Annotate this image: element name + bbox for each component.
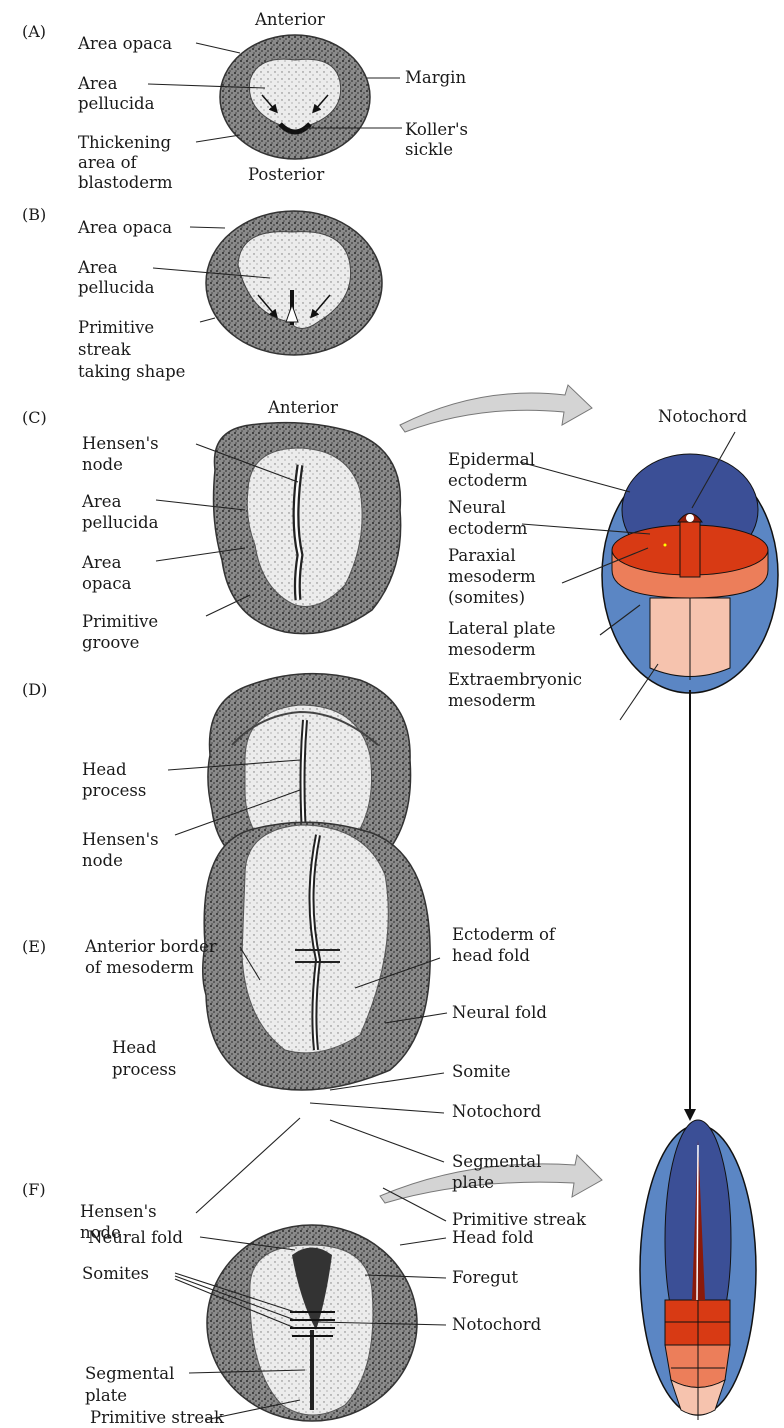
label-lateral-2: mesoderm <box>448 640 536 660</box>
panel-label-b: (B) <box>22 205 46 224</box>
panel-label-c: (C) <box>22 408 47 427</box>
label-head-process-d-2: process <box>82 781 146 801</box>
label-segmental-plate-e-1: Segmental <box>452 1152 541 1172</box>
label-thickening-1: Thickening <box>78 133 171 153</box>
label-extraembryonic-1: Extraembryonic <box>448 670 582 690</box>
label-area-pellucida-a-2: pellucida <box>78 94 154 114</box>
embryo-a <box>220 35 370 159</box>
label-segmental-plate-e-2: plate <box>452 1173 494 1193</box>
label-koller-2: sickle <box>405 140 453 160</box>
label-hensens-node-e-1: Hensen's <box>80 1202 157 1222</box>
label-notochord-f: Notochord <box>452 1315 541 1335</box>
embryo-b <box>206 211 382 355</box>
label-area-pellucida-b-1: Area <box>78 258 117 278</box>
label-primitive-groove-1: Primitive <box>82 612 158 632</box>
label-anterior-c: Anterior <box>268 398 338 418</box>
label-anterior-border-2: of mesoderm <box>85 958 194 978</box>
label-extraembryonic-2: mesoderm <box>448 691 536 711</box>
label-area-pellucida-c-2: pellucida <box>82 513 158 533</box>
label-area-opaca-a: Area opaca <box>78 34 172 54</box>
label-hensens-node-d-1: Hensen's <box>82 830 159 850</box>
label-head-process-d-1: Head <box>82 760 127 780</box>
label-area-opaca-c-1: Area <box>82 553 121 573</box>
label-area-opaca-c-2: opaca <box>82 574 131 594</box>
fate-map-early <box>602 454 778 693</box>
label-head-process-e-1: Head <box>112 1038 157 1058</box>
label-primitive-streak-b-3: taking shape <box>78 362 185 382</box>
panel-label-d: (D) <box>22 680 47 699</box>
label-ectoderm-head-fold-1: Ectoderm of <box>452 925 555 945</box>
label-primitive-streak-e: Primitive streak <box>452 1210 586 1230</box>
label-hensens-node-c-2: node <box>82 455 123 475</box>
label-area-pellucida-b-2: pellucida <box>78 278 154 298</box>
label-epidermal-1: Epidermal <box>448 450 535 470</box>
label-segmental-plate-f-1: Segmental <box>85 1364 174 1384</box>
embryo-c <box>214 423 401 634</box>
label-head-fold: Head fold <box>452 1228 534 1248</box>
label-primitive-streak-b-1: Primitive <box>78 318 154 338</box>
label-margin: Margin <box>405 68 466 88</box>
label-neural-1: Neural <box>448 498 506 518</box>
label-lateral-1: Lateral plate <box>448 619 556 639</box>
label-koller-1: Koller's <box>405 120 468 140</box>
label-ectoderm-head-fold-2: head fold <box>452 946 530 966</box>
label-somite: Somite <box>452 1062 511 1082</box>
label-anterior-a: Anterior <box>255 10 325 30</box>
label-thickening-3: blastoderm <box>78 173 173 193</box>
panel-label-a: (A) <box>22 22 46 41</box>
label-thickening-2: area of <box>78 153 137 173</box>
label-area-opaca-b: Area opaca <box>78 218 172 238</box>
label-segmental-plate-f-2: plate <box>85 1386 127 1406</box>
transition-arrow-c <box>400 385 592 432</box>
label-neural-fold-f: Neural fold <box>88 1228 183 1248</box>
label-hensens-node-d-2: node <box>82 851 123 871</box>
embryo-f <box>207 1225 417 1421</box>
label-hensens-node-c-1: Hensen's <box>82 434 159 454</box>
label-epidermal-2: ectoderm <box>448 471 527 491</box>
label-notochord-e: Notochord <box>452 1102 541 1122</box>
panel-label-f: (F) <box>22 1180 46 1199</box>
panel-label-e: (E) <box>22 937 46 956</box>
label-primitive-groove-2: groove <box>82 633 139 653</box>
label-neural-fold-e: Neural fold <box>452 1003 547 1023</box>
label-area-pellucida-c-1: Area <box>82 492 121 512</box>
label-somites: Somites <box>82 1264 149 1284</box>
label-paraxial-2: mesoderm <box>448 567 536 587</box>
label-primitive-streak-b-2: streak <box>78 340 131 360</box>
label-paraxial-3: (somites) <box>448 588 525 608</box>
label-head-process-e-2: process <box>112 1060 176 1080</box>
label-anterior-border-1: Anterior border <box>85 937 217 957</box>
label-posterior: Posterior <box>248 165 324 185</box>
fate-map-late <box>640 1120 756 1420</box>
label-neural-2: ectoderm <box>448 519 527 539</box>
label-primitive-streak-f: Primitive streak <box>90 1408 224 1428</box>
label-notochord-map: Notochord <box>658 407 747 427</box>
label-paraxial-1: Paraxial <box>448 546 516 566</box>
label-foregut: Foregut <box>452 1268 518 1288</box>
label-area-pellucida-a-1: Area <box>78 74 117 94</box>
